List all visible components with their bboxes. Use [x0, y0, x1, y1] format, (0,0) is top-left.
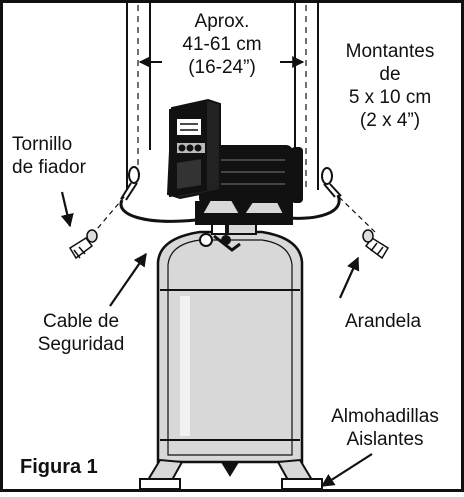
spacing-label-line-3: (16-24”) — [188, 57, 256, 78]
callout-arrows — [60, 191, 373, 487]
safety-cable-label-line-1: Cable de — [42, 311, 120, 332]
spacing-label-line-1: Aprox. — [194, 11, 250, 32]
spacing-label-line-2: 41-61 cm — [182, 34, 262, 55]
safety-cable-label: Cable de Seguridad — [16, 310, 146, 356]
right-lag-screw — [362, 229, 390, 260]
left-lag-screw — [68, 229, 98, 260]
figure-caption: Figura 1 — [20, 456, 98, 478]
isolation-pads-label: Almohadillas Aislantes — [310, 405, 460, 451]
tank-legs — [146, 458, 314, 481]
lag-screw-label-line-2: de fiador — [12, 157, 86, 178]
studs-label-line-1: Montantes — [345, 41, 435, 62]
lag-screw-label: Tornillo de fiador — [12, 133, 86, 179]
studs-label-line-4: (2 x 4”) — [359, 110, 421, 131]
lag-screw-label-line-1: Tornillo — [12, 134, 73, 155]
washer-label: Arandela — [344, 311, 422, 332]
safety-cable-label-line-2: Seguridad — [37, 334, 125, 355]
spacing-label: Aprox. 41-61 cm (16-24”) — [160, 10, 284, 79]
tank-handle — [200, 199, 286, 215]
security-cables — [119, 194, 341, 223]
compressor-tank — [156, 230, 304, 464]
isolation-pads-label-line-2: Aislantes — [346, 429, 424, 450]
isolation-pads-label-line-1: Almohadillas — [331, 406, 439, 427]
studs-label: Montantes de 5 x 10 cm (2 x 4”) — [320, 40, 460, 132]
studs-label-line-2: de — [379, 64, 401, 85]
studs-label-line-3: 5 x 10 cm — [348, 87, 432, 108]
isolation-pads — [139, 478, 323, 490]
wall-anchors — [120, 166, 342, 201]
control-panel-housing — [166, 98, 221, 200]
